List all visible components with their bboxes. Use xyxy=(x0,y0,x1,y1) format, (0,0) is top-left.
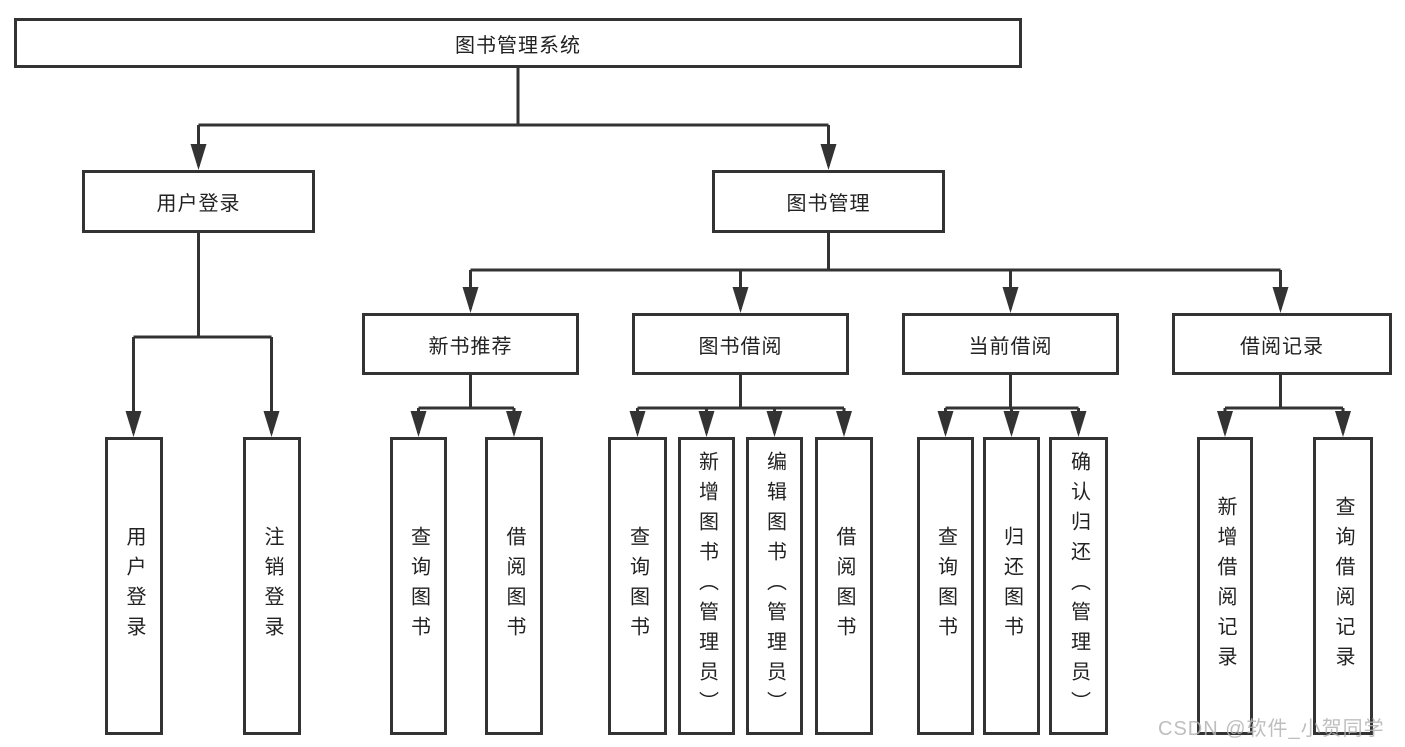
arrow-down-icon xyxy=(836,411,852,437)
connector-user-login-to-leaves xyxy=(132,233,273,433)
node-leaf-confirm-return: 确认归还（管理员） xyxy=(1049,437,1108,735)
arrow-down-icon xyxy=(190,144,207,170)
node-leaf-edit-book: 编辑图书（管理员） xyxy=(746,437,803,735)
arrow-down-icon xyxy=(410,411,427,437)
node-current-borrow-label: 当前借阅 xyxy=(968,335,1053,358)
node-leaf-borrow-book-label: 借阅图书 xyxy=(833,526,855,646)
node-user-login-label: 用户登录 xyxy=(156,193,241,215)
connector-root-to-level2 xyxy=(197,68,830,166)
node-leaf-borrow-book-recommend-label: 借阅图书 xyxy=(503,526,525,646)
node-leaf-query-borrow-record-label: 查询借阅记录 xyxy=(1332,496,1354,676)
arrowhead-icons xyxy=(125,144,1351,437)
node-leaf-user-login: 用户登录 xyxy=(105,437,163,735)
node-leaf-logout: 注销登录 xyxy=(243,437,301,735)
node-leaf-add-borrow-record-label: 新增借阅记录 xyxy=(1214,496,1236,676)
arrow-down-icon xyxy=(263,411,280,437)
node-leaf-borrow-book-recommend: 借阅图书 xyxy=(485,437,543,735)
arrow-down-icon xyxy=(629,411,646,437)
node-current-borrow: 当前借阅 xyxy=(902,313,1119,375)
node-leaf-query-book-borrow-label: 查询图书 xyxy=(626,526,649,646)
node-borrow-records-label: 借阅记录 xyxy=(1240,335,1324,358)
node-leaf-return-book-label: 归还图书 xyxy=(1000,526,1023,646)
node-root: 图书管理系统 xyxy=(14,18,1022,68)
arrow-down-icon xyxy=(1217,411,1233,437)
node-leaf-query-book-borrow: 查询图书 xyxy=(608,437,667,735)
node-leaf-add-borrow-record: 新增借阅记录 xyxy=(1197,437,1253,735)
node-leaf-query-book-recommend: 查询图书 xyxy=(390,437,447,735)
arrow-down-icon xyxy=(1070,411,1087,437)
node-leaf-query-borrow-record: 查询借阅记录 xyxy=(1313,437,1373,735)
arrow-down-icon xyxy=(125,411,142,437)
node-book-management: 图书管理 xyxy=(712,170,945,233)
node-book-management-label: 图书管理 xyxy=(786,193,871,215)
node-new-book-recommend: 新书推荐 xyxy=(362,313,579,375)
arrow-down-icon xyxy=(820,144,837,170)
arrow-down-icon xyxy=(1335,411,1351,437)
connector-book-borrow-to-leaves xyxy=(636,375,846,433)
connector-borrow-records-to-leaves xyxy=(1223,375,1345,433)
arrow-down-icon xyxy=(698,411,715,437)
arrow-down-icon xyxy=(462,287,479,313)
node-new-book-recommend-label: 新书推荐 xyxy=(428,335,513,358)
connector-new-book-to-leaves xyxy=(417,375,516,433)
node-root-label: 图书管理系统 xyxy=(455,34,581,57)
csdn-watermark: CSDN @软件_小贺同学 xyxy=(1158,718,1385,740)
arrow-down-icon xyxy=(1003,411,1020,437)
node-leaf-add-book-label: 新增图书（管理员） xyxy=(695,451,718,721)
node-leaf-user-login-label: 用户登录 xyxy=(123,526,145,646)
node-book-borrow: 图书借阅 xyxy=(632,313,849,375)
arrow-down-icon xyxy=(506,411,522,437)
node-leaf-query-book-current: 查询图书 xyxy=(917,437,974,735)
node-leaf-query-book-current-label: 查询图书 xyxy=(934,526,957,646)
node-leaf-query-book-recommend-label: 查询图书 xyxy=(407,526,430,646)
node-leaf-edit-book-label: 编辑图书（管理员） xyxy=(763,451,786,721)
connector-book-management-to-level3 xyxy=(469,233,1282,309)
arrow-down-icon xyxy=(937,411,954,437)
node-user-login: 用户登录 xyxy=(82,170,315,233)
node-borrow-records: 借阅记录 xyxy=(1172,313,1392,375)
node-leaf-logout-label: 注销登录 xyxy=(261,526,283,646)
arrow-down-icon xyxy=(1272,287,1289,313)
node-leaf-borrow-book: 借阅图书 xyxy=(815,437,873,735)
node-leaf-return-book: 归还图书 xyxy=(983,437,1040,735)
arrow-down-icon xyxy=(1002,287,1019,313)
arrow-down-icon xyxy=(766,411,783,437)
node-leaf-add-book: 新增图书（管理员） xyxy=(678,437,735,735)
node-book-borrow-label: 图书借阅 xyxy=(698,335,783,358)
node-leaf-confirm-return-label: 确认归还（管理员） xyxy=(1067,451,1090,721)
arrow-down-icon xyxy=(732,287,749,313)
